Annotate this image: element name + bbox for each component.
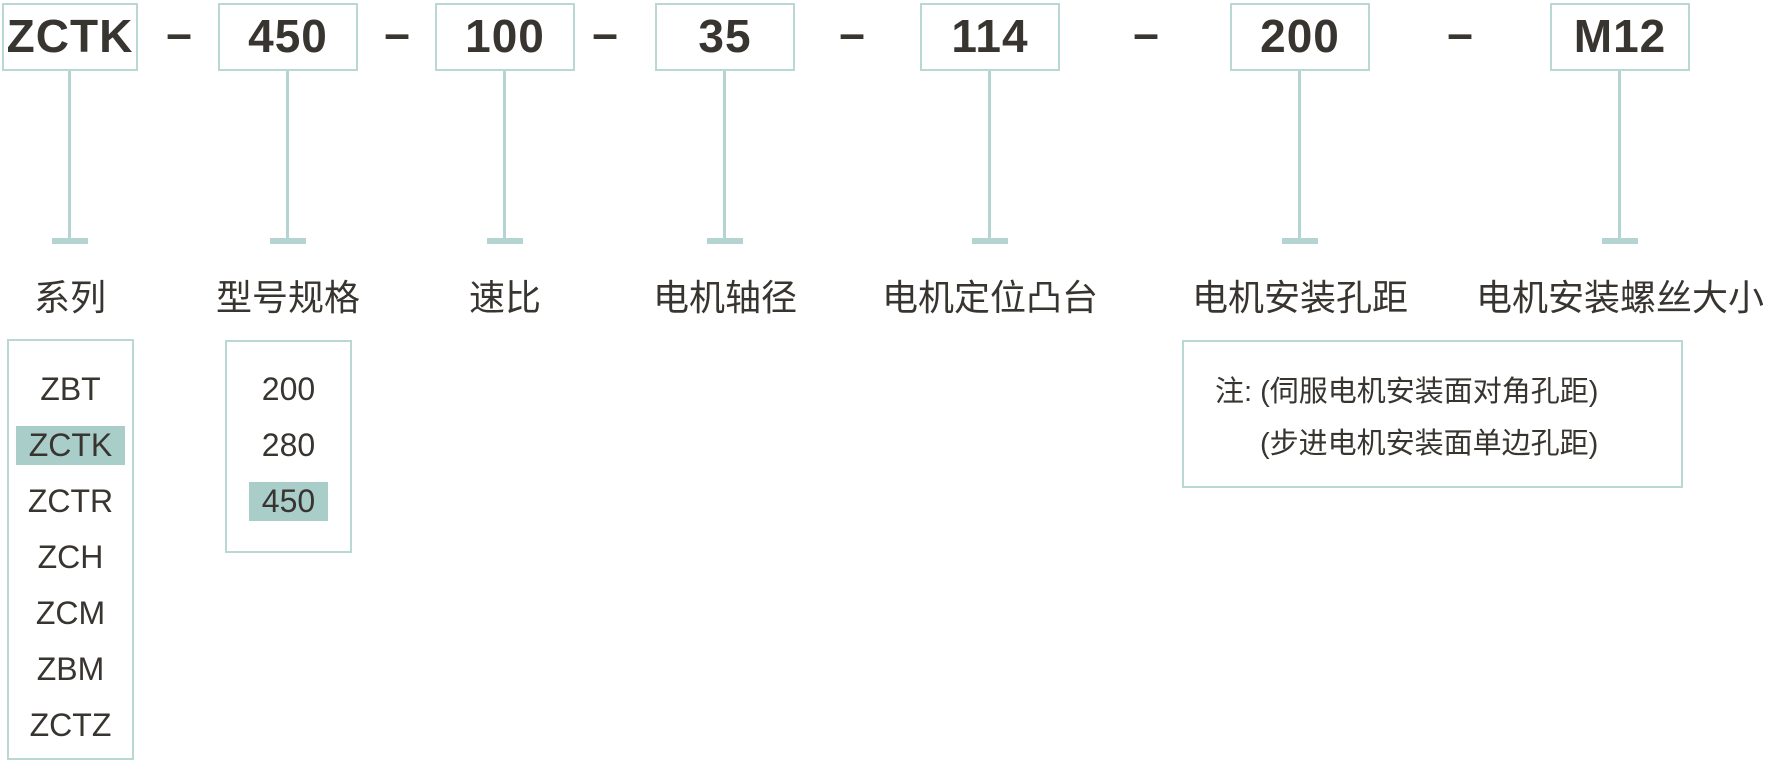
code-box-hole-distance: 200 <box>1230 3 1370 71</box>
leader-tick <box>1602 238 1638 244</box>
leader-tick <box>487 238 523 244</box>
leader-line <box>723 71 726 238</box>
leader-line <box>286 71 289 238</box>
leader-tick <box>1282 238 1318 244</box>
code-box-positioning-boss: 114 <box>920 3 1060 71</box>
code-separator: – <box>1133 7 1159 59</box>
code-separator: – <box>592 7 618 59</box>
segment-label-hole-distance: 电机安装孔距 <box>1191 277 1408 318</box>
series-option: ZBM <box>9 641 132 697</box>
segment-label-series: 系列 <box>33 277 106 318</box>
series-option-label: ZCM <box>35 594 106 631</box>
code-separator: – <box>166 7 192 59</box>
spec-option: 200 <box>227 361 350 417</box>
series-option-label: ZCTK <box>15 425 126 465</box>
leader-tick <box>270 238 306 244</box>
series-option-label: ZBM <box>36 650 105 687</box>
series-option-label: ZCTZ <box>29 706 112 743</box>
note-line: (步进电机安装面单边孔距) <box>1260 428 1599 460</box>
spec-option: 280 <box>227 417 350 473</box>
series-option: ZCTZ <box>9 697 132 753</box>
leader-tick <box>972 238 1008 244</box>
spec-option-label: 280 <box>261 426 316 463</box>
segment-label-screw-size: 电机安装螺丝大小 <box>1475 277 1764 318</box>
code-box-screw-size: M12 <box>1550 3 1690 71</box>
note-line: 注: (伺服电机安装面对角孔距) <box>1215 376 1599 408</box>
segment-label-ratio: 速比 <box>468 277 541 318</box>
leader-line <box>1618 71 1621 238</box>
code-box-ratio: 100 <box>435 3 575 71</box>
series-options-box: ZBT ZCTK ZCTR ZCH ZCM ZBM ZCTZ <box>7 339 134 760</box>
note-box: 注: (伺服电机安装面对角孔距) (步进电机安装面单边孔距) <box>1182 340 1683 488</box>
code-separator: – <box>839 7 865 59</box>
segment-label-positioning-boss: 电机定位凸台 <box>881 277 1098 318</box>
code-separator: – <box>384 7 410 59</box>
leader-line <box>988 71 991 238</box>
leader-line <box>1298 71 1301 238</box>
code-separator: – <box>1447 7 1473 59</box>
leader-line <box>503 71 506 238</box>
series-option: ZCM <box>9 585 132 641</box>
code-box-spec: 450 <box>218 3 358 71</box>
spec-options-box: 200 280 450 <box>225 340 352 553</box>
leader-tick <box>52 238 88 244</box>
code-box-shaft-diameter: 35 <box>655 3 795 71</box>
code-box-series: ZCTK <box>2 3 138 71</box>
series-option: ZCH <box>9 529 132 585</box>
segment-label-shaft-diameter: 电机轴径 <box>652 277 797 318</box>
leader-tick <box>707 238 743 244</box>
series-option: ZBT <box>9 361 132 417</box>
series-option-label: ZBT <box>40 370 101 407</box>
leader-line <box>68 71 71 238</box>
spec-option-selected: 450 <box>227 473 350 529</box>
spec-option-label: 450 <box>248 481 329 521</box>
segment-label-spec: 型号规格 <box>215 277 360 318</box>
spec-option-label: 200 <box>261 370 316 407</box>
series-option-label: ZCTR <box>27 482 114 519</box>
series-option-label: ZCH <box>37 538 104 575</box>
series-option-selected: ZCTK <box>9 417 132 473</box>
series-option: ZCTR <box>9 473 132 529</box>
